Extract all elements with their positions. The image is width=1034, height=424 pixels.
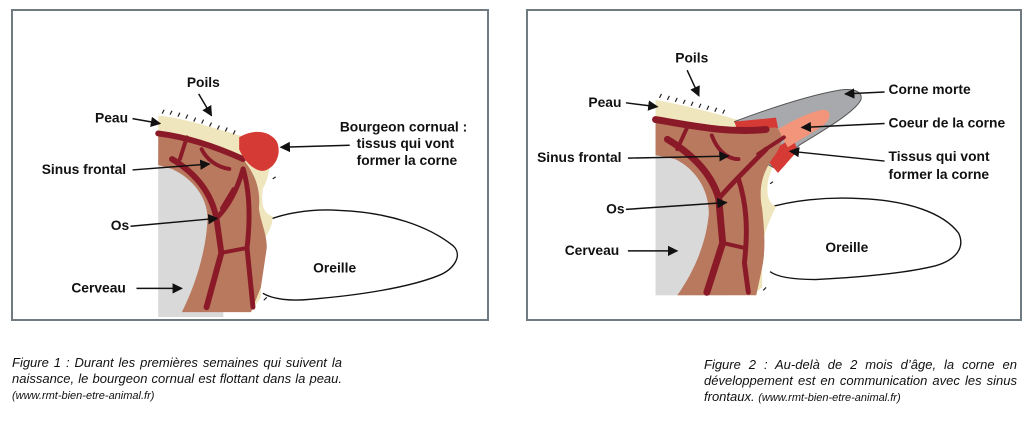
label-cerveau: Cerveau <box>565 242 620 258</box>
arrow-tissus <box>788 146 885 162</box>
arrow-poils <box>198 93 213 117</box>
arrow-peau <box>625 100 659 111</box>
figure-1-diagram: Poils Peau Bourgeon cornual : tissus qui… <box>42 74 467 318</box>
label-os: Os <box>111 217 130 233</box>
label-sinus: Sinus frontal <box>537 149 621 165</box>
arrow-os <box>625 197 728 211</box>
arrow-coeur <box>800 121 885 133</box>
label-oreille: Oreille <box>825 239 868 255</box>
label-os: Os <box>606 200 625 216</box>
arrow-peau <box>132 116 162 128</box>
figure-1-caption-text: Figure 1 : Durant les premières semaines… <box>12 355 342 386</box>
label-sinus: Sinus frontal <box>42 161 126 177</box>
figure-1-caption: Figure 1 : Durant les premières semaines… <box>12 355 342 404</box>
label-peau: Peau <box>588 94 621 110</box>
label-bourgeon-1: Bourgeon cornual : <box>340 118 467 134</box>
ear-outline <box>260 209 458 301</box>
arrow-poils <box>686 69 700 97</box>
frontal-sinus <box>652 116 786 296</box>
figure-2-source: (www.rmt-bien-etre-animal.fr) <box>758 392 901 404</box>
ear-outline <box>765 197 962 281</box>
figure-2-panel: Poils Peau Corne morte Coeur de la corne… <box>526 9 1022 321</box>
arrow-sinus <box>627 151 730 162</box>
label-bourgeon-3: former la corne <box>357 152 458 168</box>
horn-bud <box>239 131 279 171</box>
label-coeur: Coeur de la corne <box>889 114 1006 130</box>
label-poils: Poils <box>187 74 220 90</box>
label-bourgeon-2: tissus qui vont <box>357 135 455 151</box>
label-corne-morte: Corne morte <box>889 81 971 97</box>
hair <box>161 109 276 301</box>
figure-1-source: (www.rmt-bien-etre-animal.fr) <box>12 390 155 402</box>
label-poils: Poils <box>675 49 708 65</box>
figure-2-caption: Figure 2 : Au-delà de 2 mois d’âge, la c… <box>704 357 1017 406</box>
arrow-corne-morte <box>844 88 885 99</box>
arrow-bourgeon <box>279 141 350 153</box>
label-cerveau: Cerveau <box>71 279 126 295</box>
label-tissus-2: former la corne <box>889 166 990 182</box>
label-tissus-1: Tissus qui vont <box>889 148 990 164</box>
figure-1-panel: Poils Peau Bourgeon cornual : tissus qui… <box>11 9 489 321</box>
figure-2-caption-text: Figure 2 : Au-delà de 2 mois d’âge, la c… <box>704 357 1017 404</box>
arrow-sinus <box>132 159 211 171</box>
figure-2-diagram: Poils Peau Corne morte Coeur de la corne… <box>537 49 1006 296</box>
label-peau: Peau <box>95 110 128 126</box>
hair <box>658 93 774 291</box>
label-oreille: Oreille <box>313 260 356 276</box>
arrow-os <box>130 213 219 227</box>
